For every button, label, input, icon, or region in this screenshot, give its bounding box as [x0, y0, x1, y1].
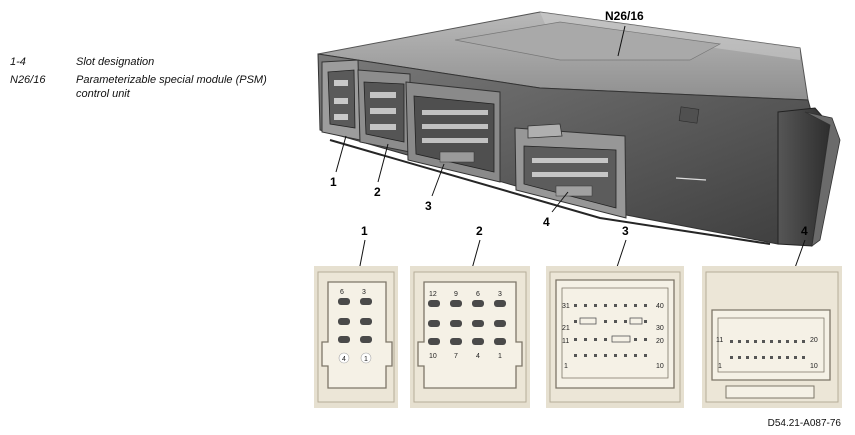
connector-slot-4 — [514, 123, 627, 219]
slot-detail-label: 2 — [476, 224, 483, 238]
callout-slot-1: 1 — [330, 135, 347, 189]
pin-row — [574, 354, 647, 357]
legend-desc: Slot designation — [76, 56, 155, 68]
pin-label: 10 — [656, 363, 664, 370]
connector-slot-2 — [357, 69, 411, 153]
pin-label: 40 — [656, 303, 664, 310]
slot-detail-label: 1 — [361, 224, 368, 238]
pin-label: 10 — [810, 363, 818, 370]
pin-label: 31 — [562, 303, 570, 310]
slot-detail-label: 3 — [622, 224, 629, 238]
slot-detail-label: 4 — [801, 224, 808, 238]
pin-label: 1 — [498, 353, 502, 360]
pin-row — [730, 356, 805, 359]
pin-label: 11 — [716, 337, 723, 344]
pin-grid — [428, 300, 506, 345]
pin-label: 12 — [429, 291, 437, 298]
legend-row: N26/16 Parameterizable special module (P… — [10, 73, 286, 101]
pin-label: 20 — [810, 337, 818, 344]
callout-slot-3: 3 — [425, 163, 445, 213]
callout-slot-4: 4 — [543, 191, 569, 229]
connector-slot-1 — [321, 59, 361, 141]
pin-row — [574, 320, 647, 323]
legend-desc: Parameterizable special module (PSM) con… — [76, 74, 267, 100]
pin-label: 1 — [564, 363, 568, 370]
figure-id: D54.21-A087-76 — [767, 418, 841, 429]
pin-row — [574, 304, 647, 307]
slot-detail-3: 3 31 40 21 30 11 20 1 — [546, 224, 684, 408]
pin-grid — [338, 298, 372, 364]
pin-label: 7 — [454, 353, 458, 360]
connector-slot-3 — [405, 81, 501, 183]
pin-label: 10 — [429, 353, 437, 360]
pin-grid — [730, 340, 805, 359]
pin-label: 3 — [498, 291, 502, 298]
pin-row — [574, 338, 647, 341]
callout-label-slot-3: 3 — [425, 199, 432, 213]
pin-label: 9 — [454, 291, 458, 298]
pin-label: 21 — [562, 325, 570, 332]
callout-module: N26/16 — [605, 9, 644, 57]
legend-row: 1-4 Slot designation — [10, 55, 286, 69]
pin-label: 6 — [340, 289, 344, 296]
pin-row — [730, 340, 805, 343]
callout-label-slot-2: 2 — [374, 185, 381, 199]
callout-slot-2: 2 — [374, 143, 389, 199]
slot-detail-1: 1 6 3 4 1 — [314, 224, 398, 408]
callout-label-module: N26/16 — [605, 9, 644, 23]
legend: 1-4 Slot designation N26/16 Parameteriza… — [10, 55, 286, 105]
pin-label: 30 — [656, 325, 664, 332]
slot-detail-4: 4 11 20 1 10 — [702, 224, 842, 408]
pin-label: 20 — [656, 338, 664, 345]
slot-detail-2: 2 12 9 6 3 10 7 4 1 — [410, 224, 530, 408]
pin-grid — [574, 304, 647, 357]
legend-key: N26/16 — [10, 74, 46, 86]
pin-label: 4 — [342, 356, 346, 363]
legend-key: 1-4 — [10, 56, 26, 68]
pin-label: 3 — [362, 289, 366, 296]
callout-label-slot-4: 4 — [543, 215, 550, 229]
pin-label: 6 — [476, 291, 480, 298]
callout-label-slot-1: 1 — [330, 175, 337, 189]
pin-label: 1 — [364, 356, 368, 363]
pin-label: 11 — [562, 338, 569, 345]
pin-label: 4 — [476, 353, 480, 360]
pin-label: 1 — [718, 363, 722, 370]
